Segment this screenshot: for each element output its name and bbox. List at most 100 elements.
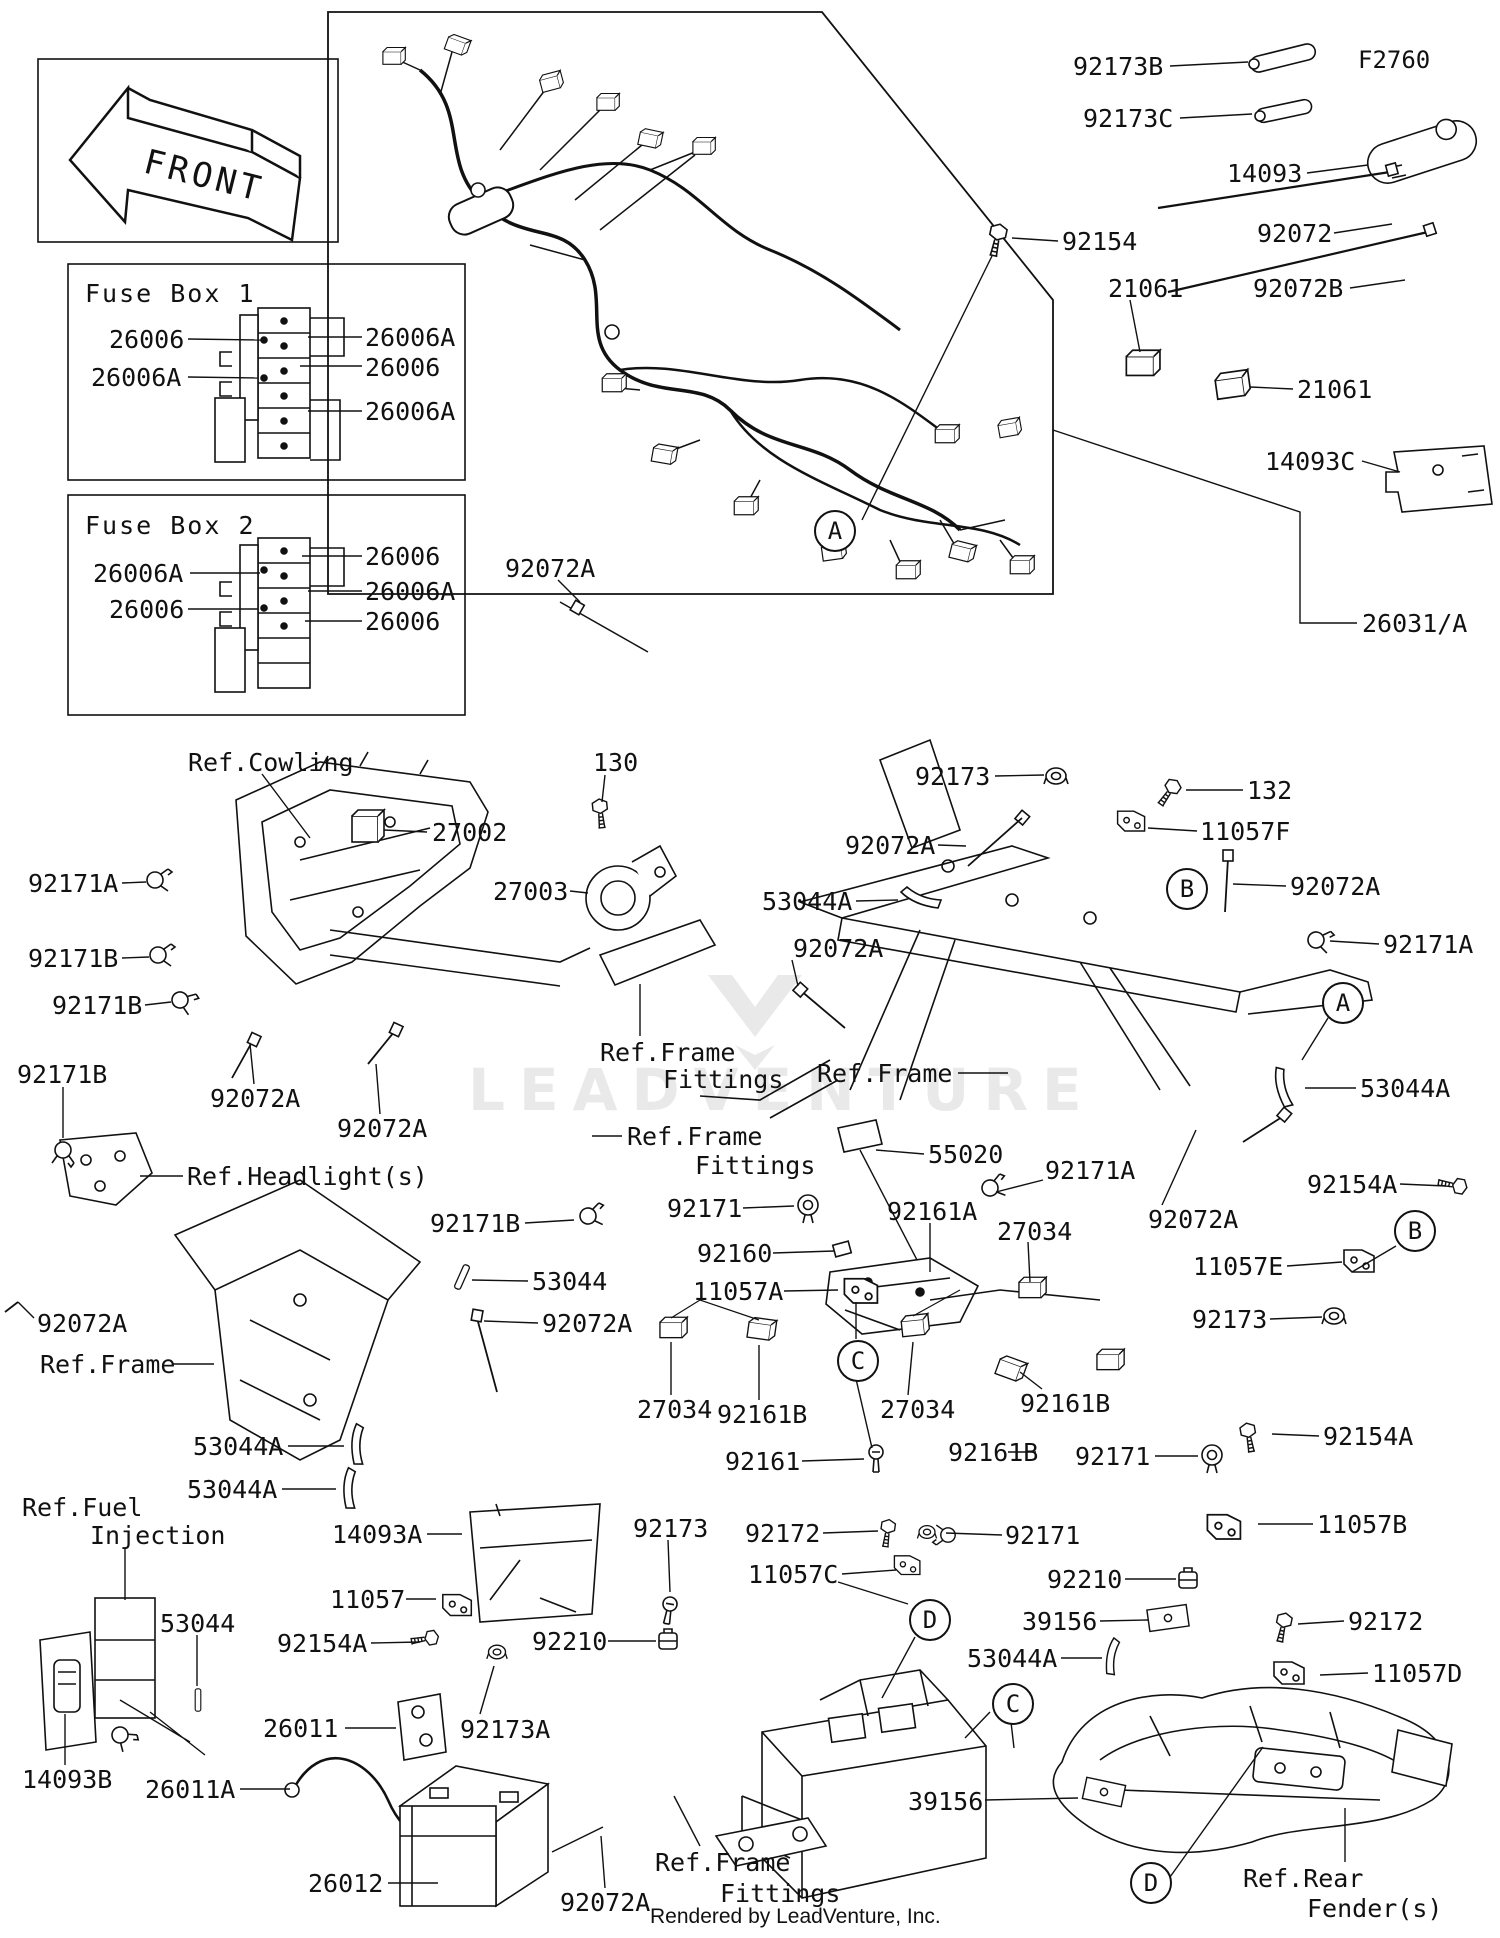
leader-line	[601, 774, 606, 803]
part-label-130: 130	[593, 748, 639, 777]
part-label-26006: 26006	[365, 353, 441, 382]
frame-sketch	[699, 738, 1469, 1325]
leader-line	[17, 1301, 35, 1319]
leader-line	[1319, 1672, 1369, 1676]
leader-line	[1399, 1183, 1447, 1187]
part-label-27034: 27034	[880, 1395, 956, 1424]
part-label-92161b: 92161B	[1020, 1389, 1111, 1418]
leader-line	[1286, 1261, 1343, 1267]
leader-line	[861, 255, 993, 521]
part-label-92072a: 92072A	[337, 1114, 428, 1143]
part-label-ref-fuel: Ref.Fuel	[22, 1493, 143, 1522]
part-label-92072a: 92072A	[1148, 1205, 1239, 1234]
part-label-92173: 92173	[1192, 1305, 1268, 1334]
ref-circle-a-0: A	[814, 510, 856, 552]
part-label-92072a: 92072A	[542, 1309, 633, 1338]
part-label-fender-s: Fender(s)	[1307, 1894, 1443, 1923]
part-label-39156: 39156	[908, 1787, 984, 1816]
leader-line	[984, 1797, 1079, 1801]
ref-circle-c-6: C	[992, 1683, 1034, 1725]
part-label-fittings: Fittings	[720, 1879, 841, 1908]
leader-line	[742, 1205, 795, 1209]
part-label-53044a: 53044A	[1360, 1074, 1451, 1103]
loose-parts-top-right	[984, 43, 1493, 513]
part-label-11057b: 11057B	[1317, 1510, 1408, 1539]
leader-line	[249, 1043, 255, 1085]
part-label-92171b: 92171B	[17, 1060, 108, 1089]
part-label-92161b: 92161B	[717, 1400, 808, 1429]
part-label-26006a: 26006A	[365, 323, 456, 352]
part-label-21061: 21061	[1108, 274, 1184, 303]
leader-line	[855, 899, 899, 902]
leader-line	[1329, 940, 1380, 945]
part-label-92171a: 92171A	[1045, 1156, 1136, 1185]
ref-circle-d-5: D	[909, 1599, 951, 1641]
part-label-53044a: 53044A	[193, 1432, 284, 1461]
part-label-11057d: 11057D	[1372, 1659, 1463, 1688]
leader-line	[801, 1458, 865, 1462]
part-label-ref-cowling: Ref.Cowling	[188, 748, 354, 777]
part-label-92072: 92072	[1257, 219, 1333, 248]
leader-line	[1011, 237, 1059, 242]
part-label-92171: 92171	[1075, 1442, 1151, 1471]
leader-line	[1010, 1721, 1015, 1749]
part-label-11057: 11057	[330, 1585, 406, 1614]
leader-line	[841, 1569, 897, 1575]
leader-line	[1019, 1371, 1043, 1390]
rear-fender-sketch	[931, 1524, 1453, 1854]
part-label-92154a: 92154A	[277, 1629, 368, 1658]
leader-line	[1351, 1245, 1397, 1273]
leader-line	[187, 376, 259, 379]
leader-line	[1271, 1433, 1320, 1437]
part-label-ref-headlight-s: Ref.Headlight(s)	[187, 1162, 428, 1191]
part-label-27003: 27003	[493, 877, 569, 906]
ref-circle-b-1: B	[1166, 868, 1208, 910]
part-label-55020: 55020	[928, 1140, 1004, 1169]
part-label-14093a: 14093A	[332, 1520, 423, 1549]
leader-line	[875, 1149, 925, 1155]
part-label-26006: 26006	[109, 325, 185, 354]
part-label-26006: 26006	[109, 595, 185, 624]
leader-line	[1129, 299, 1141, 353]
leadventure-watermark: LEADVENTURE	[468, 1056, 1096, 1124]
part-label-ref-frame: Ref.Frame	[600, 1038, 736, 1067]
leader-line	[1349, 279, 1406, 289]
leader-line	[945, 1532, 1003, 1536]
part-label-11057e: 11057E	[1193, 1252, 1284, 1281]
render-credit: Rendered by LeadVenture, Inc.	[650, 1905, 941, 1928]
part-label-39156: 39156	[1022, 1607, 1098, 1636]
leader-line	[471, 1279, 529, 1282]
part-label-14093b: 14093B	[22, 1765, 113, 1794]
leader-line	[994, 774, 1045, 777]
part-label-53044: 53044	[532, 1267, 608, 1296]
ref-circle-d-7: D	[1130, 1862, 1172, 1904]
leader-line	[1232, 883, 1287, 887]
leader-line	[1333, 223, 1393, 234]
left-frame-sketch	[4, 1021, 608, 1512]
part-label-ref-frame: Ref.Frame	[40, 1350, 176, 1379]
leader-line	[822, 1530, 879, 1534]
part-label-92161b: 92161B	[948, 1438, 1039, 1467]
ref-circle-a-2: A	[1322, 982, 1364, 1024]
part-label-ref-frame: Ref.Frame	[627, 1122, 763, 1151]
part-label-92171: 92171	[667, 1194, 743, 1223]
wiring-harness-sketch	[382, 32, 1035, 1853]
part-label-92173b: 92173B	[1073, 52, 1164, 81]
leader-line	[1269, 1316, 1323, 1320]
part-label-92072a: 92072A	[793, 934, 884, 963]
part-label-26031-a: 26031/A	[1362, 609, 1468, 638]
part-label-53044a: 53044A	[187, 1475, 278, 1504]
part-label-92160: 92160	[697, 1239, 773, 1268]
leader-line	[964, 1711, 991, 1739]
leader-line	[144, 1001, 172, 1006]
fuse-box-2-title: Fuse Box 2	[85, 511, 256, 540]
part-label-26006: 26006	[365, 607, 441, 636]
part-label-92161: 92161	[725, 1447, 801, 1476]
harness-box	[327, 11, 1054, 595]
leader-line	[791, 959, 799, 987]
part-label-53044a: 53044A	[762, 887, 853, 916]
part-label-ref-frame: Ref.Frame	[655, 1848, 791, 1877]
